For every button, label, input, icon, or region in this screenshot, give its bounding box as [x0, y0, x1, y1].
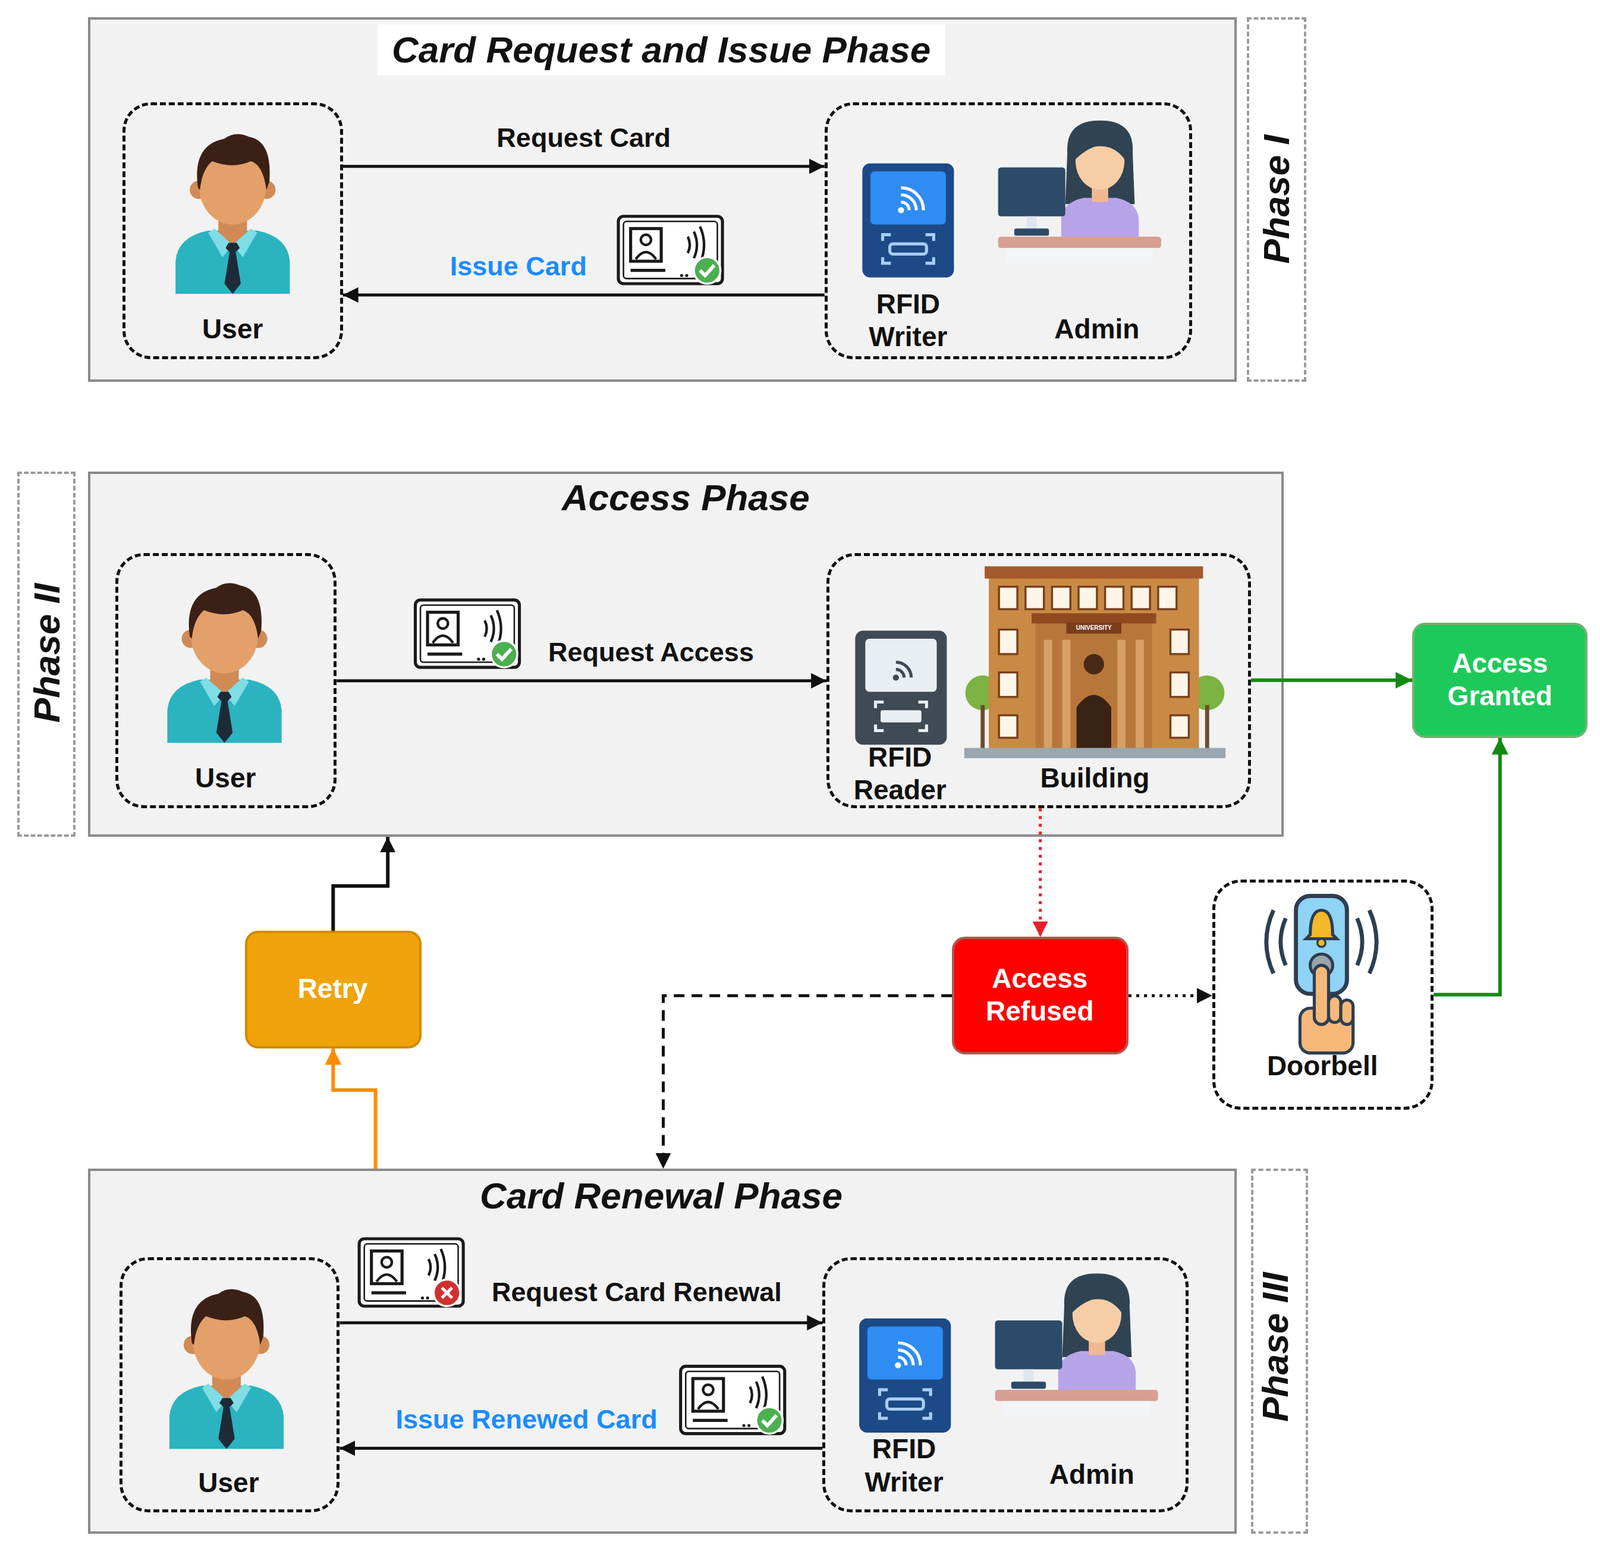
flow-arrow — [339, 1321, 823, 1325]
phase-tag: Phase III — [1250, 1168, 1309, 1534]
admin-station-box: RFID Writer Admin — [822, 1256, 1189, 1513]
node-label: Retry — [256, 972, 410, 1005]
user-icon — [169, 1289, 284, 1449]
outcome-box: Access Granted — [1412, 622, 1588, 738]
node-label: Access Granted — [1423, 646, 1577, 713]
phase-band: Access PhaseUser RFID Reader Building — [87, 471, 1284, 837]
phase-tag: Phase II — [17, 471, 76, 837]
actor-box: User — [119, 1256, 341, 1513]
flow-arrow — [1038, 808, 1042, 937]
flow-arrow — [336, 679, 827, 682]
doorbell-icon — [1266, 895, 1377, 1053]
valid-card-icon — [680, 1365, 785, 1433]
rfid-writer-icon — [862, 163, 954, 278]
invalid-card-icon — [359, 1238, 464, 1306]
node-label: User — [126, 1466, 331, 1499]
node-label: RFID Writer — [853, 1432, 956, 1498]
valid-card-icon — [618, 216, 723, 284]
building-icon — [964, 566, 1226, 759]
admin-icon — [997, 120, 1162, 263]
user-icon — [167, 582, 282, 743]
valid-card-icon — [415, 599, 520, 668]
rfid-reader-icon — [854, 630, 947, 745]
flow-arrow — [1128, 994, 1213, 998]
edge-label: Request Card — [496, 122, 671, 154]
edge-label: Issue Renewed Card — [395, 1403, 658, 1435]
node-label: Access Refused — [963, 962, 1117, 1028]
flow-arrow — [332, 836, 388, 931]
node-label: Admin — [1015, 313, 1180, 347]
doorbell-box: Doorbell — [1212, 879, 1434, 1109]
flow-arrow — [1250, 678, 1413, 682]
flow-arrow — [1433, 737, 1501, 995]
phase-title: Access Phase — [561, 475, 810, 520]
node-label: User — [123, 762, 328, 795]
phase-title: Card Request and Issue Phase — [377, 24, 945, 76]
node-label: RFID Writer — [857, 287, 960, 354]
phase-band: Card Request and Issue PhaseUser RFID Wri… — [87, 17, 1237, 382]
admin-station-box: RFID Writer Admin — [824, 102, 1193, 360]
node-label: Doorbell — [1220, 1050, 1425, 1083]
phase-label: Phase II — [24, 583, 69, 723]
node-label: Admin — [1010, 1457, 1174, 1491]
sign-text: UNIVERSITY — [1076, 624, 1112, 631]
process-box: Retry — [244, 930, 422, 1048]
user-icon — [175, 134, 290, 295]
flow-arrow — [339, 1446, 823, 1450]
flow-arrow — [343, 164, 825, 168]
phase-tag: Phase I — [1246, 17, 1307, 382]
edge-label: Request Access — [548, 636, 754, 668]
phase-label: Phase I — [1254, 134, 1299, 264]
outcome-box: Access Refused — [951, 936, 1129, 1054]
edge-label: Request Card Renewal — [491, 1276, 782, 1308]
actor-box: User — [122, 102, 344, 360]
node-label: RFID Reader — [849, 740, 952, 807]
phase-title: Card Renewal Phase — [479, 1173, 843, 1218]
flow-arrow — [663, 995, 953, 1169]
building-access-box: RFID Reader Building — [826, 552, 1251, 809]
actor-box: User — [115, 552, 337, 809]
node-label: User — [130, 313, 335, 347]
phase-band: Card Renewal PhaseUser RFID Writer Admin — [87, 1168, 1237, 1534]
node-label: Building — [1003, 762, 1187, 795]
rfid-writer-icon — [859, 1318, 951, 1433]
flow-arrow — [343, 293, 825, 297]
edge-label: Issue Card — [450, 250, 587, 282]
admin-icon — [994, 1272, 1159, 1416]
phase-label: Phase III — [1253, 1272, 1298, 1423]
flow-arrow — [332, 1048, 376, 1169]
